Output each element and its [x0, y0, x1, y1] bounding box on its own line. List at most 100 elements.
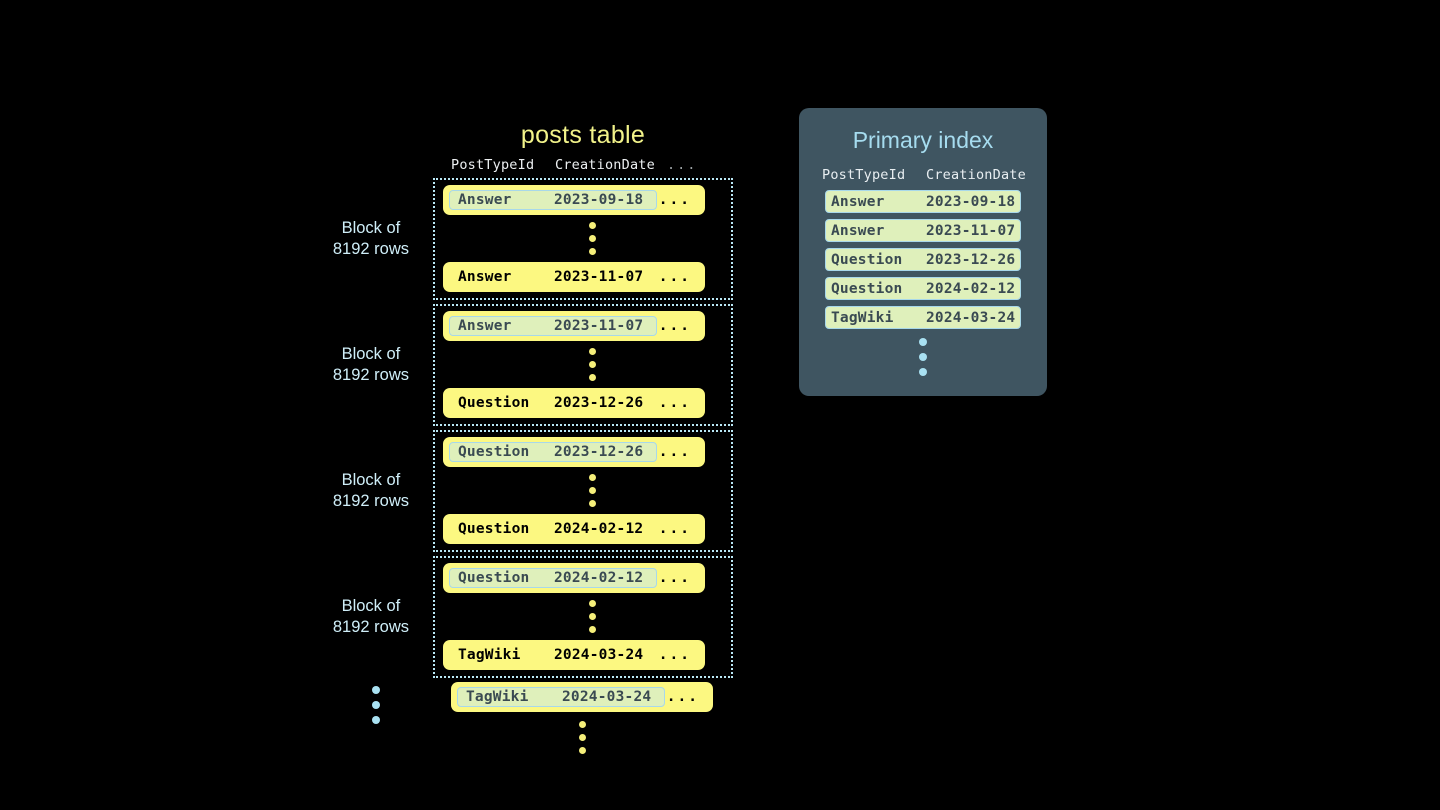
- table-block: Block of 8192 rows Answer 2023-09-18 ...…: [333, 178, 733, 300]
- block-label-line1: Block of: [341, 219, 401, 237]
- posts-table-section: posts table PostTypeId CreationDate ... …: [333, 118, 733, 761]
- column-header-post-type-id: PostTypeId: [451, 157, 535, 173]
- block-label-line2: 8192 rows: [332, 240, 409, 258]
- table-row[interactable]: Answer 2023-11-07 ...: [443, 262, 705, 292]
- blocks-trailing-ellipsis-dots: [372, 686, 380, 724]
- cell-creation-date: 2023-09-18: [554, 192, 644, 208]
- table-row-highlight: Question 2023-12-26: [449, 442, 657, 462]
- cell-more: ...: [658, 269, 691, 285]
- index-row[interactable]: Question 2024-02-12: [825, 277, 1021, 300]
- cell-post-type-id: Answer: [458, 269, 512, 285]
- block-label: Block of 8192 rows: [333, 596, 409, 638]
- vertical-ellipsis-dots: [461, 593, 723, 640]
- cell-creation-date: 2024-02-12: [554, 570, 644, 586]
- cell-creation-date: 2023-11-07: [554, 269, 644, 285]
- table-trailing-ellipsis-dots: [451, 714, 713, 761]
- block-label: Block of 8192 rows: [333, 344, 409, 386]
- cell-more: ...: [658, 192, 691, 208]
- index-row[interactable]: Answer 2023-11-07: [825, 219, 1021, 242]
- index-cell-post-type-id: Answer: [831, 222, 885, 239]
- dot: [578, 734, 586, 741]
- column-header-creation-date: CreationDate: [555, 157, 655, 173]
- cell-post-type-id: TagWiki: [458, 647, 521, 663]
- posts-table-title: posts table: [520, 121, 646, 149]
- primary-index-panel: Primary index PostTypeId CreationDate An…: [799, 108, 1047, 396]
- cell-post-type-id: Answer: [458, 192, 512, 208]
- cell-more: ...: [666, 689, 699, 705]
- table-row-highlight: Answer 2023-11-07: [449, 316, 657, 336]
- cell-creation-date: 2024-03-24: [554, 647, 644, 663]
- table-row[interactable]: TagWiki 2024-03-24 ...: [451, 682, 713, 712]
- index-column-header-creation-date: CreationDate: [926, 167, 1026, 183]
- index-cell-creation-date: 2023-11-07: [926, 222, 1016, 239]
- block-label-line1: Block of: [341, 471, 401, 489]
- block-label-line2: 8192 rows: [332, 492, 409, 510]
- table-row-content: Question 2024-02-12: [449, 519, 657, 539]
- dot: [588, 474, 596, 481]
- table-row[interactable]: Answer 2023-09-18 ...: [443, 185, 705, 215]
- cell-creation-date: 2023-12-26: [554, 444, 644, 460]
- dot: [588, 348, 596, 355]
- cell-creation-date: 2024-02-12: [554, 521, 644, 537]
- table-row[interactable]: Question 2024-02-12 ...: [443, 563, 705, 593]
- cell-post-type-id: Question: [458, 521, 530, 537]
- dot: [372, 716, 380, 724]
- cell-creation-date: 2024-03-24: [562, 689, 652, 705]
- cell-creation-date: 2023-11-07: [554, 318, 644, 334]
- dot: [919, 338, 927, 346]
- table-block: Block of 8192 rows Question 2023-12-26 .…: [333, 430, 733, 552]
- table-row-highlight: TagWiki 2024-03-24: [457, 687, 665, 707]
- dot: [919, 353, 927, 361]
- cell-post-type-id: Answer: [458, 318, 512, 334]
- cell-more: ...: [658, 647, 691, 663]
- index-cell-creation-date: 2023-12-26: [926, 251, 1016, 268]
- dot: [919, 368, 927, 376]
- cell-more: ...: [658, 318, 691, 334]
- table-row[interactable]: TagWiki 2024-03-24 ...: [443, 640, 705, 670]
- cell-creation-date: 2023-12-26: [554, 395, 644, 411]
- table-row[interactable]: Question 2023-12-26 ...: [443, 388, 705, 418]
- vertical-ellipsis-dots: [461, 341, 723, 388]
- cell-post-type-id: TagWiki: [466, 689, 529, 705]
- cell-post-type-id: Question: [458, 395, 530, 411]
- cell-post-type-id: Question: [458, 444, 530, 460]
- dot: [588, 374, 596, 381]
- index-cell-post-type-id: Question: [831, 280, 903, 297]
- table-block: Block of 8192 rows Answer 2023-11-07 ...…: [333, 304, 733, 426]
- dot: [372, 686, 380, 694]
- dot: [588, 487, 596, 494]
- table-row[interactable]: Answer 2023-11-07 ...: [443, 311, 705, 341]
- dot: [588, 500, 596, 507]
- block-label-line2: 8192 rows: [332, 618, 409, 636]
- column-header-more: ...: [667, 157, 698, 173]
- cell-more: ...: [658, 570, 691, 586]
- block-label-line1: Block of: [341, 597, 401, 615]
- table-row-highlight: Answer 2023-09-18: [449, 190, 657, 210]
- index-cell-post-type-id: TagWiki: [831, 309, 894, 326]
- primary-index-column-headers: PostTypeId CreationDate: [799, 160, 1047, 190]
- index-trailing-ellipsis-dots: [799, 338, 1047, 376]
- index-cell-creation-date: 2024-03-24: [926, 309, 1016, 326]
- table-block: Block of 8192 rows Question 2024-02-12 .…: [333, 556, 733, 678]
- table-row[interactable]: Question 2024-02-12 ...: [443, 514, 705, 544]
- block-label-line2: 8192 rows: [332, 366, 409, 384]
- block-label: Block of 8192 rows: [333, 470, 409, 512]
- vertical-ellipsis-dots: [461, 467, 723, 514]
- index-cell-post-type-id: Answer: [831, 193, 885, 210]
- index-cell-post-type-id: Question: [831, 251, 903, 268]
- index-row[interactable]: Answer 2023-09-18: [825, 190, 1021, 213]
- dot: [372, 701, 380, 709]
- table-row[interactable]: Question 2023-12-26 ...: [443, 437, 705, 467]
- cell-more: ...: [658, 521, 691, 537]
- index-row[interactable]: TagWiki 2024-03-24: [825, 306, 1021, 329]
- table-row-highlight: Question 2024-02-12: [449, 568, 657, 588]
- dot: [588, 613, 596, 620]
- table-row-content: TagWiki 2024-03-24: [449, 645, 657, 665]
- index-row[interactable]: Question 2023-12-26: [825, 248, 1021, 271]
- block-label-line1: Block of: [341, 345, 401, 363]
- block-label: Block of 8192 rows: [333, 218, 409, 260]
- dot: [588, 235, 596, 242]
- cell-post-type-id: Question: [458, 570, 530, 586]
- posts-table-column-headers: PostTypeId CreationDate ...: [433, 152, 733, 178]
- dot: [588, 248, 596, 255]
